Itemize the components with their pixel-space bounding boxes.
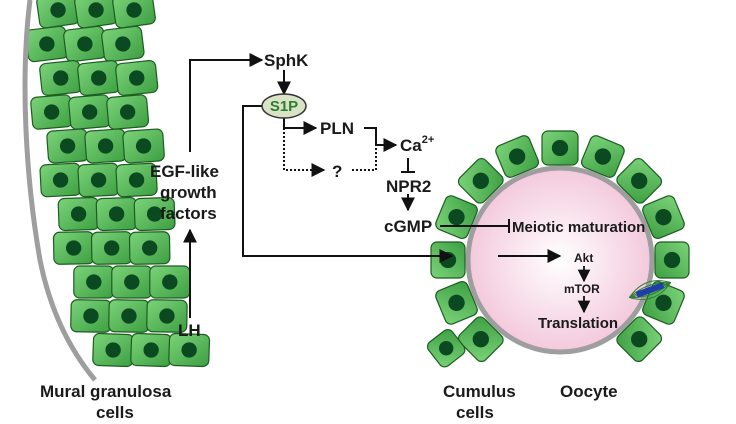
mural-cell (30, 94, 74, 130)
cumulus-cell (426, 329, 466, 368)
mural-cell (146, 299, 188, 333)
pln-label: PLN (320, 119, 354, 138)
cumulus-cell (430, 241, 466, 279)
cumulus-cell (642, 280, 685, 325)
mural-cell (73, 265, 115, 299)
question-to-ca-line (352, 145, 377, 171)
mural-cell (130, 332, 173, 368)
s1p-label: S1P (270, 98, 298, 115)
mural-cell (95, 196, 138, 232)
mural-cell (74, 0, 118, 29)
cumulus-cell (435, 280, 478, 325)
mural-cell (84, 128, 127, 164)
mural-cell (39, 59, 83, 97)
mural-cell (63, 25, 107, 63)
mural-cell (52, 231, 95, 265)
mural-cell (115, 59, 159, 97)
mural-cell (168, 332, 211, 368)
mural-granulosa-layer (25, 0, 211, 368)
cumulus-label-line1: Cumulus (443, 382, 516, 401)
s1p-node (261, 93, 307, 119)
npr2-label: NPR2 (386, 177, 431, 196)
mural-cell (101, 25, 145, 63)
cumulus-cell (457, 316, 504, 363)
akt-label: Akt (574, 251, 593, 265)
cumulus-cell (654, 241, 690, 279)
cumulus-cell-ring (426, 130, 690, 368)
mural-cell (46, 128, 89, 164)
mtor-label: mTOR (564, 282, 600, 296)
cumulus-cell (541, 130, 579, 166)
pln-to-ca-arrow (364, 127, 398, 152)
cumulus-cell (435, 195, 478, 240)
mural-cell (106, 94, 150, 130)
mural-cell (57, 196, 100, 232)
oocyte-label: Oocyte (560, 382, 618, 401)
mural-cell (39, 162, 82, 198)
egf-label-line3: factors (160, 204, 217, 223)
mural-cell (115, 162, 158, 198)
mural-cell (68, 94, 112, 130)
sphk-label: SphK (264, 51, 309, 70)
cumulus-cell (580, 135, 625, 178)
lh-label: LH (178, 321, 201, 340)
mural-cell (25, 25, 69, 63)
egf-label-line1: EGF-like (150, 162, 219, 181)
mural-cell (128, 231, 171, 265)
mural-cell (149, 265, 191, 299)
mural-cell (92, 332, 135, 368)
mural-cell (112, 0, 156, 29)
mural-cell (111, 265, 153, 299)
cumulus-cell (642, 195, 685, 240)
mural-cell (36, 0, 80, 29)
question-label: ? (332, 162, 342, 181)
ca-label: Ca2+ (400, 134, 434, 155)
mural-cell (122, 128, 165, 164)
s1p-to-pln-arrow (283, 118, 318, 135)
cgmp-label: cGMP (384, 217, 432, 236)
egf-label-line2: growth (160, 183, 217, 202)
s1p-to-question-arrow (283, 128, 326, 177)
mural-cell (133, 196, 176, 232)
cumulus-cell (616, 157, 663, 204)
meiotic-maturation-label: Meiotic maturation (512, 219, 645, 236)
cumulus-cell (457, 157, 504, 204)
mural-cell (77, 162, 120, 198)
mural-cell (108, 299, 150, 333)
mural-label-line1: Mural granulosa (40, 382, 172, 401)
s1p-to-cumulus-arrow (242, 105, 454, 263)
meiotic-spindle-icon (628, 280, 672, 300)
mural-cell (70, 299, 112, 333)
mural-cell (77, 59, 121, 97)
cumulus-label-line2: cells (456, 403, 494, 422)
translation-label: Translation (538, 315, 618, 332)
mural-membrane (22, 0, 97, 382)
mural-cell (90, 231, 133, 265)
mural-label-line2: cells (96, 403, 134, 422)
egf-to-sphk-arrow (189, 53, 264, 152)
cumulus-cell (495, 135, 540, 178)
cumulus-cell (616, 316, 663, 363)
